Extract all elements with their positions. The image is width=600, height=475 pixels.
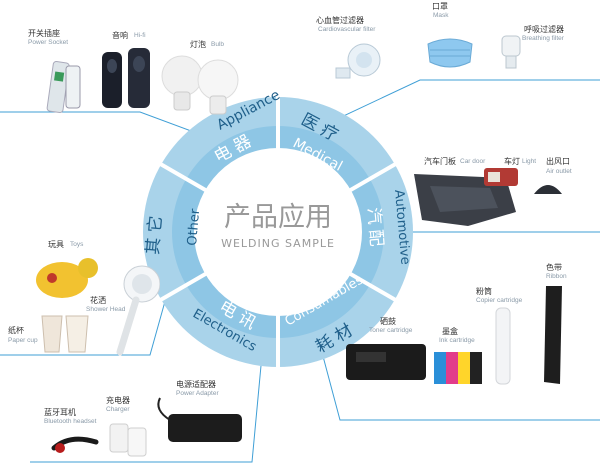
ink-cartridge-image bbox=[434, 352, 482, 384]
bulb-image bbox=[161, 55, 239, 115]
toys-image bbox=[36, 258, 98, 298]
center-subtitle: WELDING SAMPLE bbox=[221, 237, 335, 250]
hifi-label-en: Hi-fi bbox=[134, 32, 146, 39]
connector-appliance bbox=[0, 111, 211, 139]
mask-label-en: Mask bbox=[433, 12, 449, 19]
car-door-image bbox=[414, 174, 516, 226]
center-title: 产品应用 bbox=[224, 202, 332, 233]
copier-cartridge-label-cn: 粉筒 bbox=[476, 287, 492, 296]
segment-automotive-en: Automotive bbox=[391, 189, 412, 265]
copier-cartridge-label-en: Copier cartridge bbox=[476, 297, 523, 304]
power-socket-label-cn: 开关插座 bbox=[28, 29, 60, 38]
segment-other-en: Other bbox=[185, 208, 203, 247]
air-outlet-label-en: Air outlet bbox=[546, 168, 572, 175]
hifi-speaker-image bbox=[102, 48, 150, 108]
car-door-label-cn: 汽车门板 bbox=[424, 157, 456, 166]
power-adapter-image bbox=[157, 397, 242, 442]
breathing-filter-label-en: Breathing filter bbox=[522, 35, 564, 42]
ribbon-image bbox=[544, 286, 562, 384]
connector-consumables bbox=[319, 344, 600, 421]
shower-head-image bbox=[116, 265, 160, 356]
ribbon-label-cn: 色带 bbox=[546, 263, 562, 272]
mask-label-cn: 口罩 bbox=[432, 2, 448, 11]
paper-cup-label-en: Paper cup bbox=[8, 337, 38, 344]
toner-cartridge-label-cn: 硒鼓 bbox=[380, 317, 396, 326]
paper-cup-image bbox=[41, 315, 89, 353]
shower-head-label-cn: 花洒 bbox=[90, 296, 106, 305]
paper-cup-label-cn: 纸杯 bbox=[8, 326, 24, 335]
mask-image bbox=[427, 38, 473, 68]
power-adapter-label-cn: 电源适配器 bbox=[176, 380, 216, 389]
ink-cartridge-label-en: Ink cartridge bbox=[439, 337, 475, 344]
cardio-filter-label-cn: 心血管过滤器 bbox=[316, 16, 364, 25]
connector-medical bbox=[317, 79, 600, 129]
car-door-label-en: Car door bbox=[460, 158, 486, 165]
charger-label-cn: 充电器 bbox=[106, 396, 130, 405]
cardio-filter-image bbox=[335, 43, 381, 79]
connector-electronics bbox=[30, 354, 263, 463]
charger-image bbox=[109, 423, 147, 457]
air-outlet-image bbox=[534, 185, 562, 194]
power-adapter-label-en: Power Adapter bbox=[176, 390, 219, 397]
light-image bbox=[484, 168, 518, 186]
hifi-label-cn: 音响 bbox=[112, 31, 128, 40]
shower-head-label-en: Shower Head bbox=[86, 306, 126, 313]
ink-cartridge-label-cn: 墨盒 bbox=[442, 327, 458, 336]
segment-automotive-cn: 汽配 bbox=[363, 207, 387, 253]
light-label-cn: 车灯 bbox=[504, 157, 520, 166]
breathing-filter-image bbox=[501, 35, 521, 69]
copier-cartridge-image bbox=[495, 307, 511, 385]
power-socket-image bbox=[46, 61, 81, 113]
air-outlet-label-cn: 出风口 bbox=[546, 157, 570, 166]
toner-cartridge-label-en: Toner cartridge bbox=[369, 327, 413, 334]
cardio-filter-label-en: Cardiovascular filter bbox=[318, 26, 376, 33]
bulb-label-en: Bulb bbox=[211, 41, 225, 48]
segment-other-cn: 其它 bbox=[143, 210, 167, 256]
breathing-filter-label-cn: 呼吸过滤器 bbox=[524, 25, 564, 34]
charger-label-en: Charger bbox=[106, 406, 130, 413]
bluetooth-headset-image bbox=[51, 436, 99, 453]
toys-label-en: Toys bbox=[70, 241, 84, 248]
bluetooth-headset-label-cn: 蓝牙耳机 bbox=[44, 408, 76, 417]
light-label-en: Light bbox=[522, 158, 537, 165]
toner-cartridge-image bbox=[346, 344, 426, 380]
ribbon-label-en: Ribbon bbox=[546, 273, 567, 280]
bluetooth-headset-label-en: Bluetooth headset bbox=[44, 418, 97, 425]
power-socket-label-en: Power Socket bbox=[28, 39, 69, 46]
toys-label-cn: 玩具 bbox=[48, 240, 64, 249]
bulb-label-cn: 灯泡 bbox=[190, 40, 206, 49]
